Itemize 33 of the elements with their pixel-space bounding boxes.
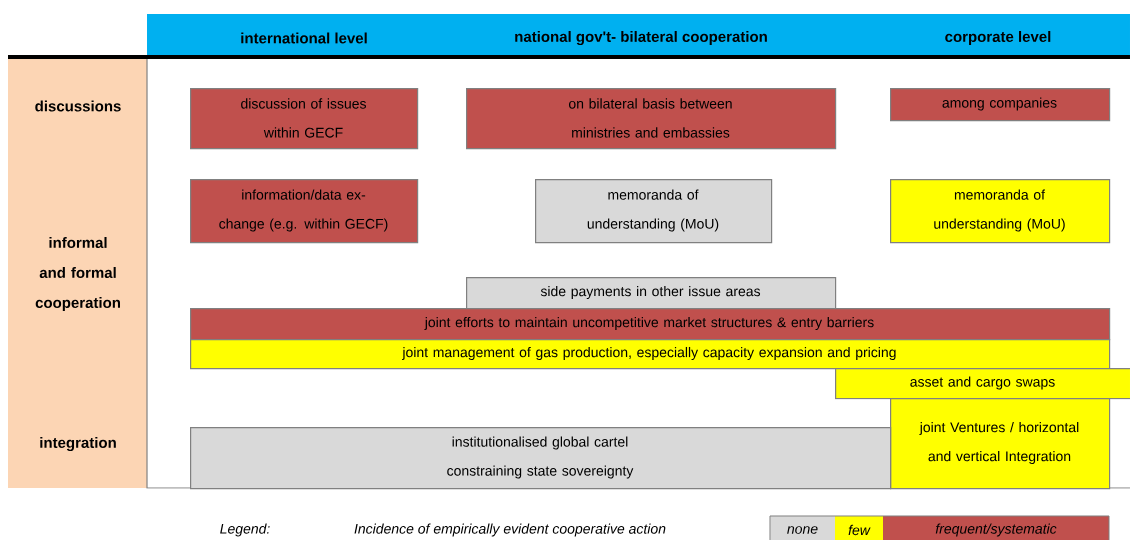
- header-label: corporate level: [945, 31, 1051, 45]
- legend-text: Incidence of empirically evident cooperative action: [354, 523, 666, 537]
- category-box: [190, 179, 419, 244]
- header-label: international level: [241, 32, 367, 44]
- category-box: [835, 368, 1130, 400]
- category-box: [890, 88, 1111, 122]
- category-box: [190, 88, 419, 150]
- node-label: joint management of gas production, especially capacity expansion and pricing: [402, 346, 896, 361]
- category-box: [535, 179, 773, 244]
- node-label: memoranda of understanding (MoU): [587, 189, 719, 232]
- row-label: integration: [40, 436, 116, 451]
- legend-label: frequent/systematic: [935, 523, 1057, 537]
- node-label: discussion of issues within GECF: [241, 98, 366, 138]
- legend-title: Legend:: [220, 523, 270, 537]
- node-label: on bilateral basis between ministries and embassies: [568, 98, 732, 138]
- node-label: side payments in other issue areas: [540, 285, 761, 300]
- node-label: joint Ventures / horizontal and vertical Integration: [919, 421, 1079, 465]
- node-label: among companies: [942, 97, 1057, 111]
- node-label: joint efforts to maintain uncompetitive market structures & entry barriers: [424, 316, 874, 331]
- category-box: [890, 179, 1111, 244]
- category-box: [190, 308, 1111, 341]
- node-label: information/data ex- change (e.g. within GECF): [219, 189, 388, 232]
- node-label: institutionalised global cartel constraining state sovereignty: [447, 436, 634, 479]
- legend-label: few: [848, 524, 871, 536]
- category-box: [190, 427, 892, 490]
- row-label: discussions: [35, 100, 121, 112]
- legend-label: none: [787, 526, 818, 534]
- node-label: memoranda of understanding (MoU): [934, 189, 1065, 232]
- category-box: [466, 88, 837, 150]
- category-box: [466, 277, 837, 310]
- header-label: national gov't- bilateral cooperation: [515, 30, 767, 46]
- row-label: informal and formal cooperation: [35, 237, 120, 311]
- node-label: asset and cargo swaps: [910, 376, 1055, 390]
